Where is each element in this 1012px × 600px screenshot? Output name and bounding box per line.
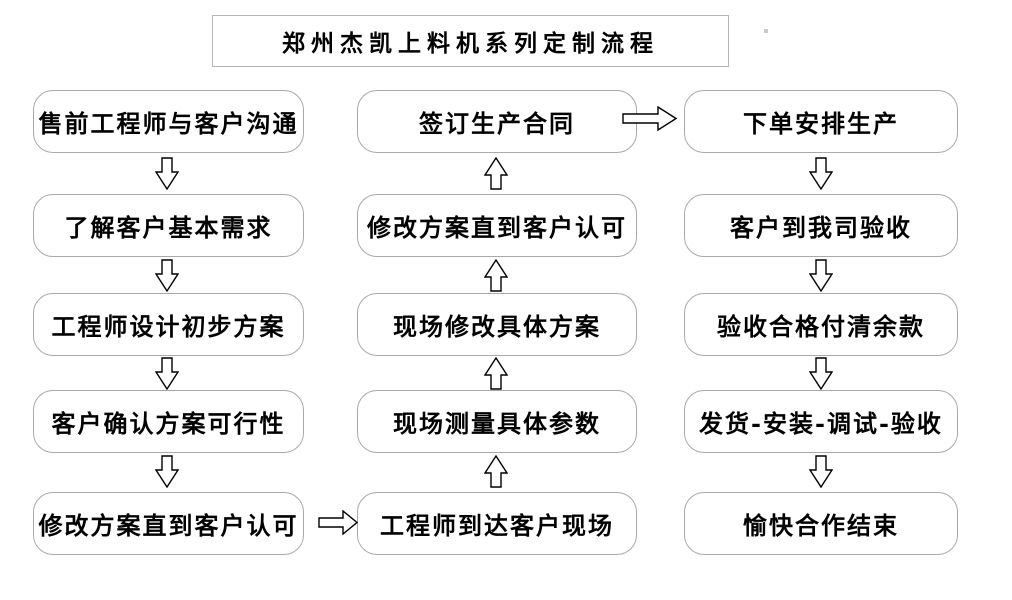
right-step-4: 发货-安装-调试-验收	[684, 390, 958, 453]
down-arrow-icon	[809, 259, 833, 292]
right-step-5: 愉快合作结束	[684, 492, 958, 555]
down-arrow-icon	[809, 157, 833, 190]
left-step-3: 工程师设计初步方案	[33, 293, 304, 356]
left-step-5: 修改方案直到客户认可	[33, 492, 304, 555]
up-arrow-icon	[484, 157, 508, 190]
up-arrow-icon	[484, 455, 508, 488]
right-arrow-icon	[622, 106, 677, 131]
down-arrow-icon	[155, 455, 179, 488]
middle-step-1: 签订生产合同	[357, 90, 637, 153]
right-step-3: 验收合格付清余款	[684, 293, 958, 356]
down-arrow-icon	[809, 357, 833, 390]
stray-dot	[764, 29, 768, 33]
up-arrow-icon	[484, 259, 508, 292]
middle-step-2: 修改方案直到客户认可	[357, 194, 637, 257]
right-step-1: 下单安排生产	[684, 90, 958, 153]
page-title: 郑州杰凯上料机系列定制流程	[282, 30, 659, 57]
up-arrow-icon	[484, 357, 508, 390]
down-arrow-icon	[155, 357, 179, 390]
middle-step-3: 现场修改具体方案	[357, 293, 637, 356]
middle-step-4: 现场测量具体参数	[357, 390, 637, 453]
left-step-1: 售前工程师与客户沟通	[33, 90, 304, 153]
right-arrow-icon	[318, 510, 358, 535]
left-step-4: 客户确认方案可行性	[33, 390, 304, 453]
down-arrow-icon	[155, 259, 179, 292]
left-step-2: 了解客户基本需求	[33, 194, 304, 257]
middle-step-5: 工程师到达客户现场	[357, 492, 637, 555]
right-step-2: 客户到我司验收	[684, 194, 958, 257]
flowchart-title-box: 郑州杰凯上料机系列定制流程	[212, 15, 729, 67]
down-arrow-icon	[155, 157, 179, 190]
down-arrow-icon	[809, 455, 833, 488]
